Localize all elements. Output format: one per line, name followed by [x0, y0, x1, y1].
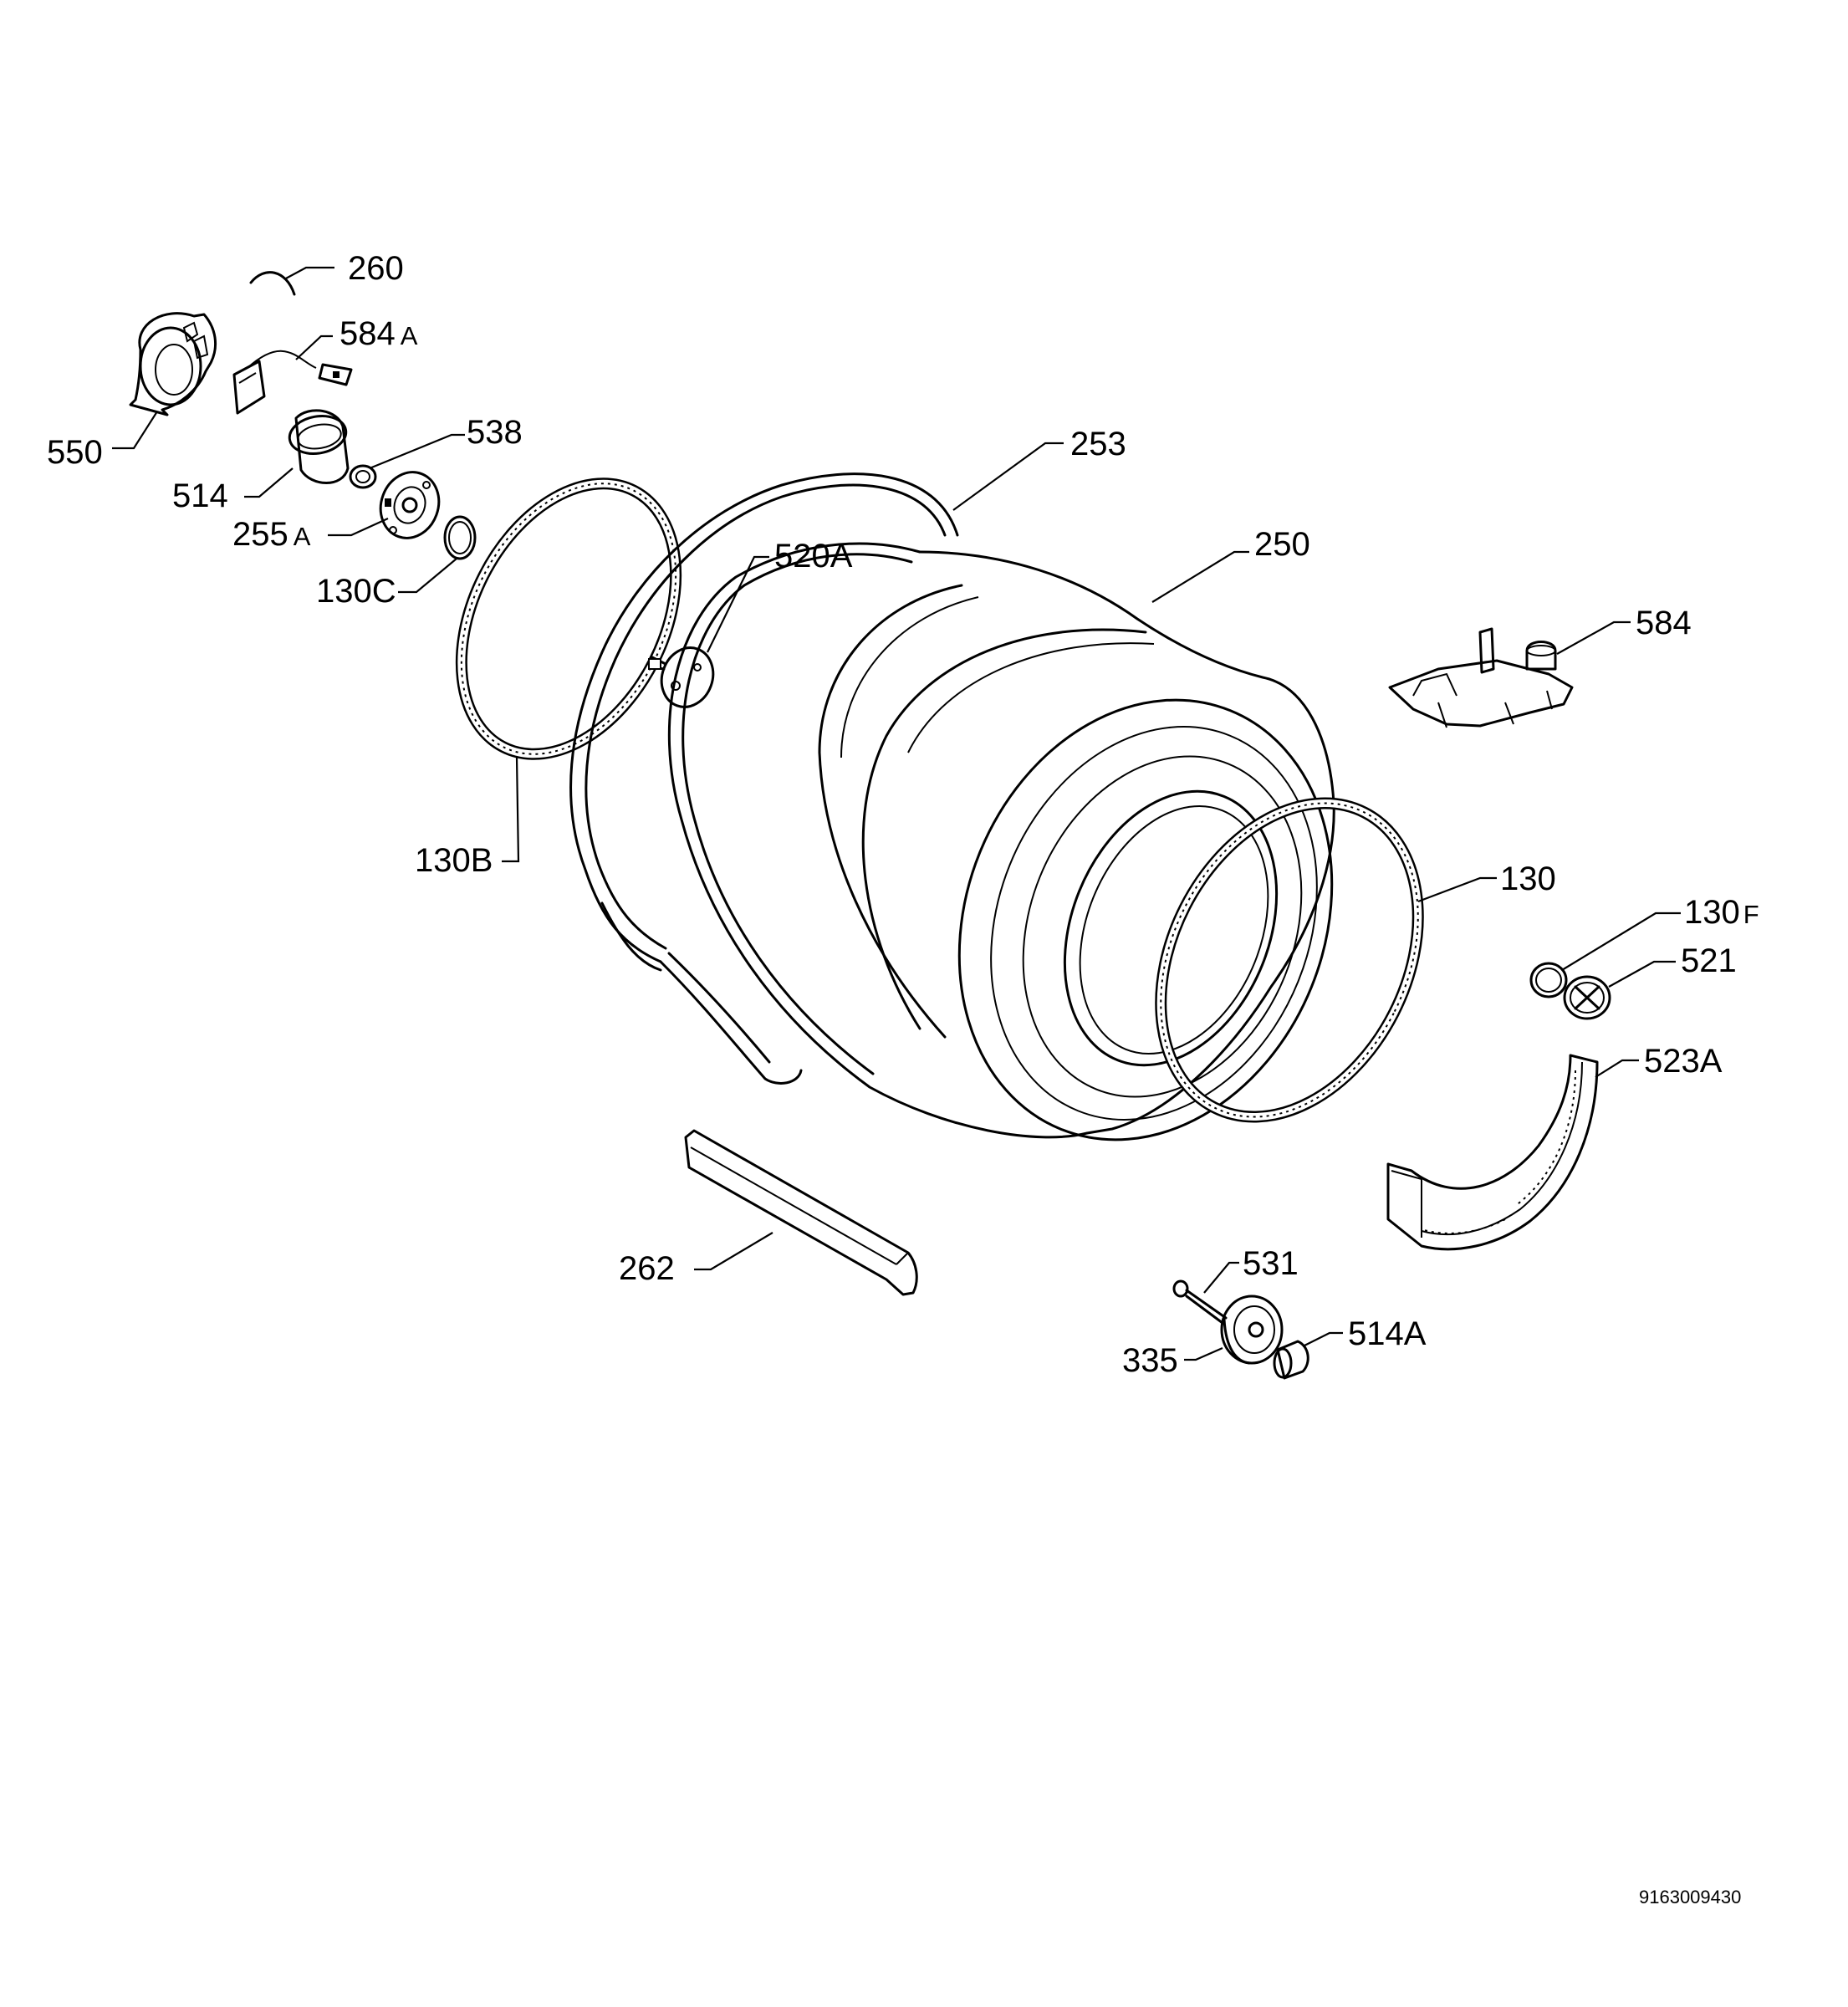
leader-250 — [1151, 550, 1249, 603]
leader-521 — [1608, 960, 1676, 988]
callout-521: 521 — [1681, 942, 1737, 979]
callout-584: 584 — [1636, 605, 1692, 641]
callout-253: 253 — [1070, 426, 1126, 462]
leader-262 — [694, 1232, 773, 1271]
part-262-drum-paddle — [684, 1129, 918, 1296]
part-130c-seal-ring — [443, 515, 477, 560]
leader-130c — [398, 558, 457, 594]
leader-335 — [1184, 1346, 1223, 1361]
leader-514 — [244, 467, 294, 498]
callout-523a: 523A — [1644, 1043, 1723, 1080]
callout-520a: 520A — [774, 538, 853, 575]
part-584-sensor-bracket — [1388, 627, 1574, 728]
leader-538 — [369, 433, 465, 470]
part-514-bearing-bush — [288, 409, 350, 484]
document-number: 9163009430 — [1639, 1887, 1741, 1907]
leader-130b — [502, 757, 520, 863]
callout-130b: 130B — [415, 842, 493, 879]
leader-260 — [283, 266, 334, 280]
leader-531 — [1203, 1261, 1239, 1294]
part-253-rear-drum-plate — [569, 472, 959, 1085]
leader-lines — [112, 266, 1681, 1361]
part-260-wire-clip — [249, 271, 296, 296]
leader-130f — [1561, 912, 1681, 971]
callout-260: 260 — [348, 250, 404, 287]
callout-514: 514 — [172, 477, 228, 514]
callout-335: 335 — [1122, 1342, 1178, 1379]
leader-550 — [112, 411, 158, 450]
part-130b-rear-felt-seal — [455, 477, 682, 760]
callout-130c: 130C — [316, 573, 396, 610]
part-130f-small-seal — [1529, 962, 1568, 998]
part-521-cap — [1563, 975, 1611, 1020]
part-130-front-felt-seal — [1155, 797, 1424, 1123]
leader-130 — [1417, 876, 1497, 903]
leader-255a — [328, 517, 389, 537]
part-255a-shaft-flange — [379, 471, 441, 539]
part-250-drum — [667, 542, 1335, 1141]
callout-250: 250 — [1254, 526, 1310, 563]
part-550-bearing-bracket — [129, 312, 217, 416]
part-584a-sensor — [232, 350, 353, 415]
callout-514a: 514A — [1348, 1315, 1427, 1352]
part-538-ring — [349, 464, 377, 489]
callout-130: 130 — [1500, 861, 1556, 897]
part-514a-roller-bush — [1273, 1340, 1309, 1380]
callout-531: 531 — [1243, 1245, 1299, 1282]
callout-262: 262 — [619, 1250, 675, 1287]
callout-538: 538 — [467, 414, 523, 451]
callout-550: 550 — [47, 434, 103, 471]
leader-584 — [1556, 620, 1631, 655]
leader-520a — [707, 555, 769, 653]
part-531-screw — [1172, 1279, 1228, 1325]
leader-523a — [1595, 1059, 1639, 1078]
part-523a-slide-strip — [1386, 1054, 1599, 1251]
leader-584a — [295, 334, 333, 360]
leader-253 — [952, 442, 1064, 511]
part-335-roller — [1220, 1295, 1284, 1365]
leader-514a — [1302, 1331, 1343, 1347]
